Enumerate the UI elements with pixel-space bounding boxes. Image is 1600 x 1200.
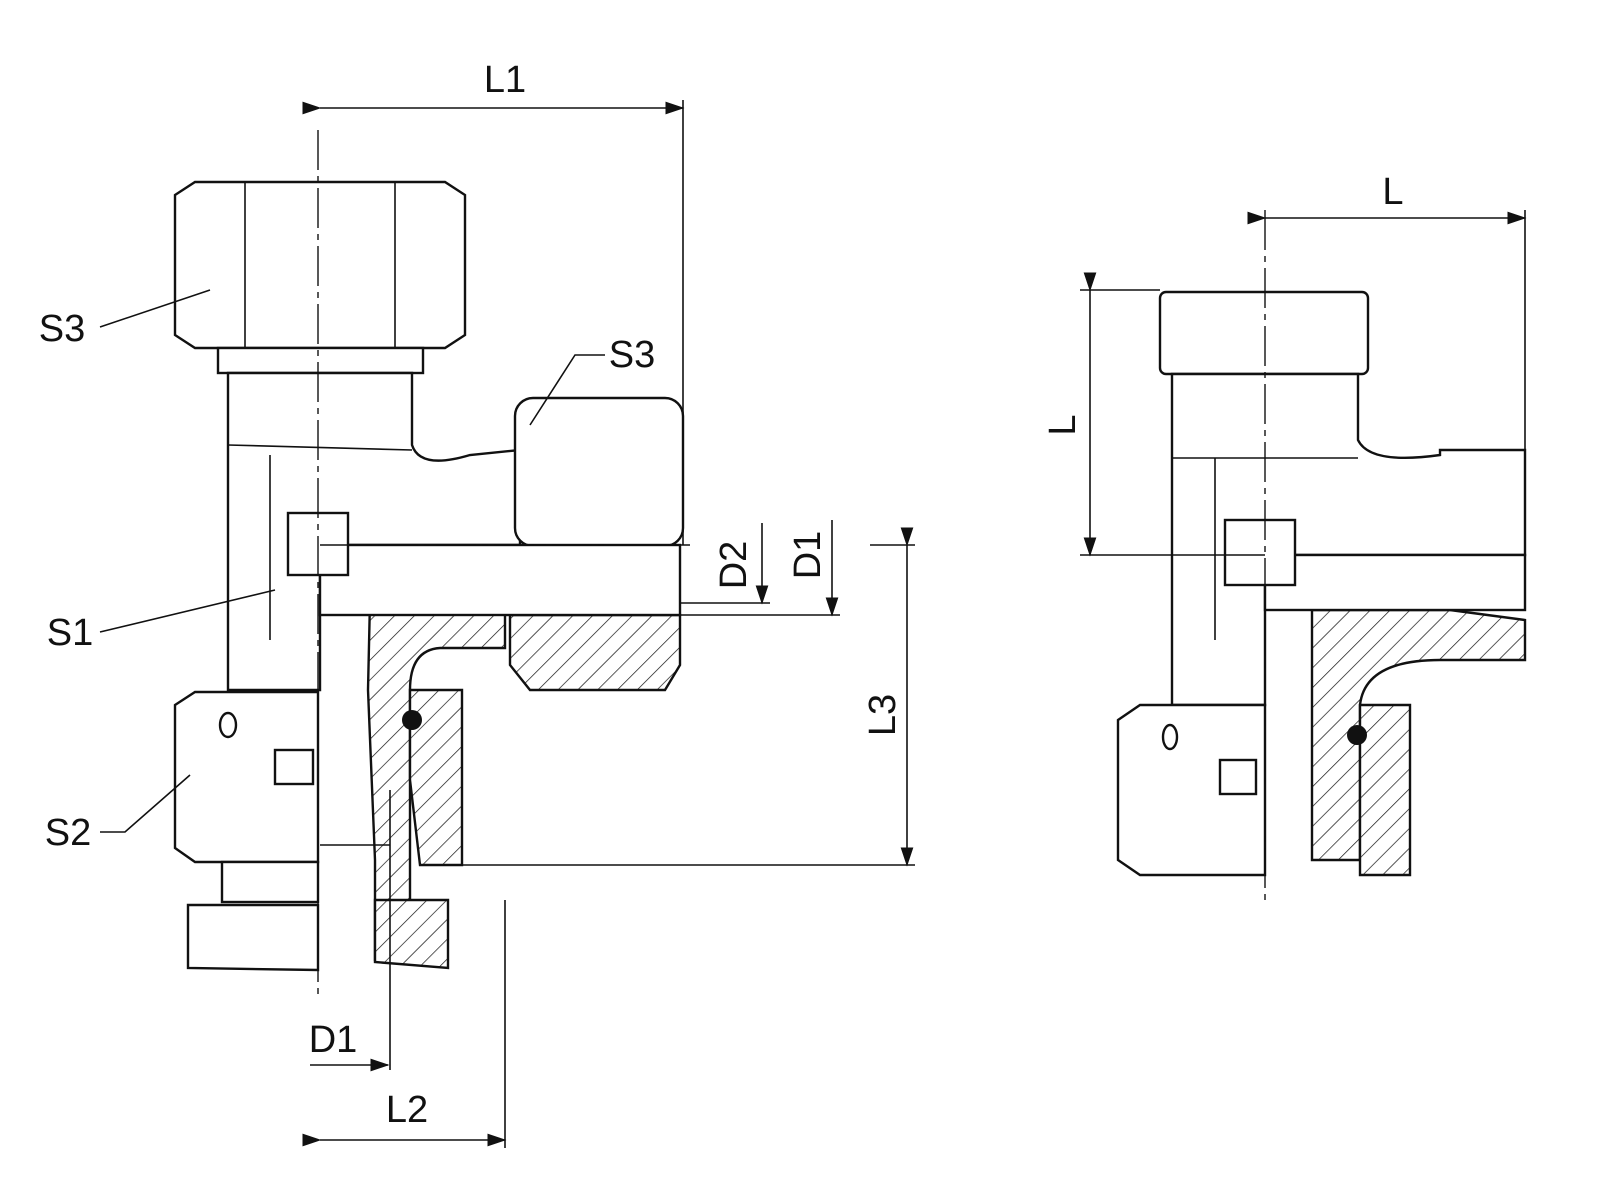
dim-l-vertical: L [1042,414,1084,435]
bottom-hex-section [373,898,450,970]
right-dimensions: L L [1042,171,1527,557]
left-fitting [173,130,690,1000]
dim-l-horizontal: L [1382,171,1403,213]
dim-l2: L2 [386,1089,428,1131]
dim-d1-bottom: D1 [309,1019,358,1061]
callout-s2: S2 [45,812,91,854]
o-ring [402,710,422,730]
dim-d2: D2 [713,541,755,590]
right-fitting [1116,210,1527,905]
callout-s3-side: S3 [609,334,655,376]
side-nut-section [508,613,682,692]
side-nut [513,396,685,548]
top-nut [173,180,467,350]
dim-d1-side: D1 [787,531,829,580]
callout-s1: S1 [47,612,93,654]
bottom-hex [186,903,320,972]
left-dimensions: L1 D2 D1 L3 D1 L2 S3 S3 S1 S2 [39,59,915,1148]
dim-l1: L1 [484,59,526,101]
dim-l3: L3 [862,694,904,736]
callout-s3-top: S3 [39,308,85,350]
